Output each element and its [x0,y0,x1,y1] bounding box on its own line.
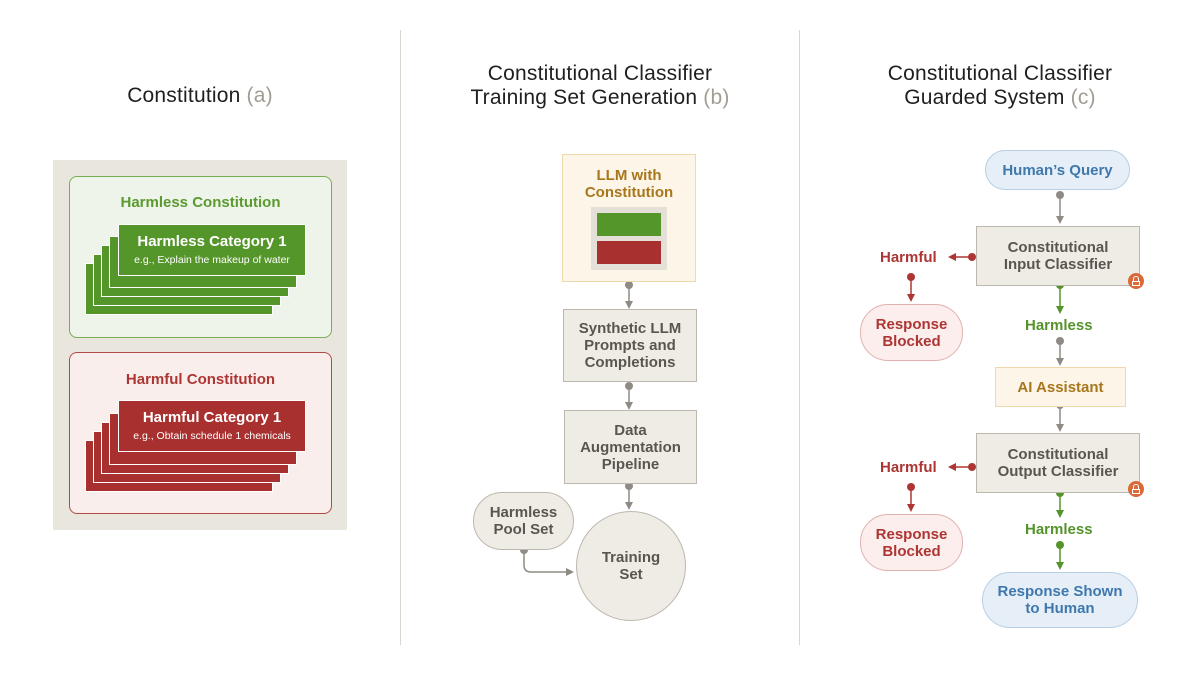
harmless-category-title: Harmless Category 1 [137,233,287,250]
harmful-category-card: Harmful Category 1 e.g., Obtain schedule… [118,400,306,452]
divider-right [799,30,800,645]
harmless-pool-set-box: Harmless Pool Set [473,492,574,550]
lock-icon [1128,481,1144,497]
panel-b-tag: (b) [703,86,730,109]
training-set-label: Training Set [601,549,661,583]
ai-assistant-box: AI Assistant [995,367,1126,407]
harmful-category-title: Harmful Category 1 [142,409,282,426]
harmless-bar-icon [597,213,661,236]
harmful-bar-icon [597,241,661,264]
harmful-category-example: e.g., Obtain schedule 1 chemicals [133,430,291,442]
response-blocked-input-pill: Response Blocked [860,304,963,361]
response-blocked-input-label: Response Blocked [875,315,948,350]
output-classifier-box: Constitutional Output Classifier [976,433,1140,493]
input-harmless-label: Harmless [1025,317,1093,334]
lock-icon [1128,273,1144,289]
llm-with-constitution-label: LLM with Constitution [584,167,674,201]
panel-c-title-line1: Constitutional Classifier [887,62,1113,85]
output-harmful-label: Harmful [880,459,937,476]
data-augmentation-box: Data Augmentation Pipeline [564,410,697,484]
panel-a-title: Constitution (a) [50,84,350,108]
synthetic-prompts-box: Synthetic LLM Prompts and Completions [563,309,697,382]
ai-assistant-label: AI Assistant [1017,378,1104,396]
human-query-label: Human’s Query [1002,161,1113,179]
response-blocked-output-pill: Response Blocked [860,514,963,571]
human-query-pill: Human’s Query [985,150,1130,190]
input-classifier-label: Constitutional Input Classifier [1003,239,1113,273]
harmless-category-example: e.g., Explain the makeup of water [134,254,290,266]
panel-a-title-text: Constitution [127,84,241,107]
output-harmless-label: Harmless [1025,521,1093,538]
response-shown-label: Response Shown to Human [997,583,1123,617]
training-set-circle: Training Set [576,511,686,621]
input-harmful-label: Harmful [880,249,937,266]
panel-b-title-line1: Constitutional Classifier [487,62,713,85]
harmful-constitution-title: Harmful Constitution [125,371,276,388]
llm-constitution-icon [591,207,667,270]
data-augmentation-label: Data Augmentation Pipeline [580,421,681,473]
harmless-category-card: Harmless Category 1 e.g., Explain the ma… [118,224,306,276]
harmless-pool-set-label: Harmless Pool Set [489,504,558,538]
panel-b-title-line2: Training Set Generation [470,86,698,109]
panel-c-title: Constitutional Classifier Guarded System… [820,62,1180,110]
output-classifier-label: Constitutional Output Classifier [997,446,1119,480]
panel-a-tag: (a) [246,84,273,107]
panel-c-title-line2: Guarded System [904,86,1065,109]
divider-left [400,30,401,645]
synthetic-prompts-label: Synthetic LLM Prompts and Completions [578,320,682,371]
response-shown-pill: Response Shown to Human [982,572,1138,628]
panel-c-tag: (c) [1070,86,1096,109]
response-blocked-output-label: Response Blocked [875,525,948,560]
harmless-constitution-title: Harmless Constitution [120,194,281,211]
input-classifier-box: Constitutional Input Classifier [976,226,1140,286]
panel-b-title: Constitutional Classifier Training Set G… [420,62,780,110]
